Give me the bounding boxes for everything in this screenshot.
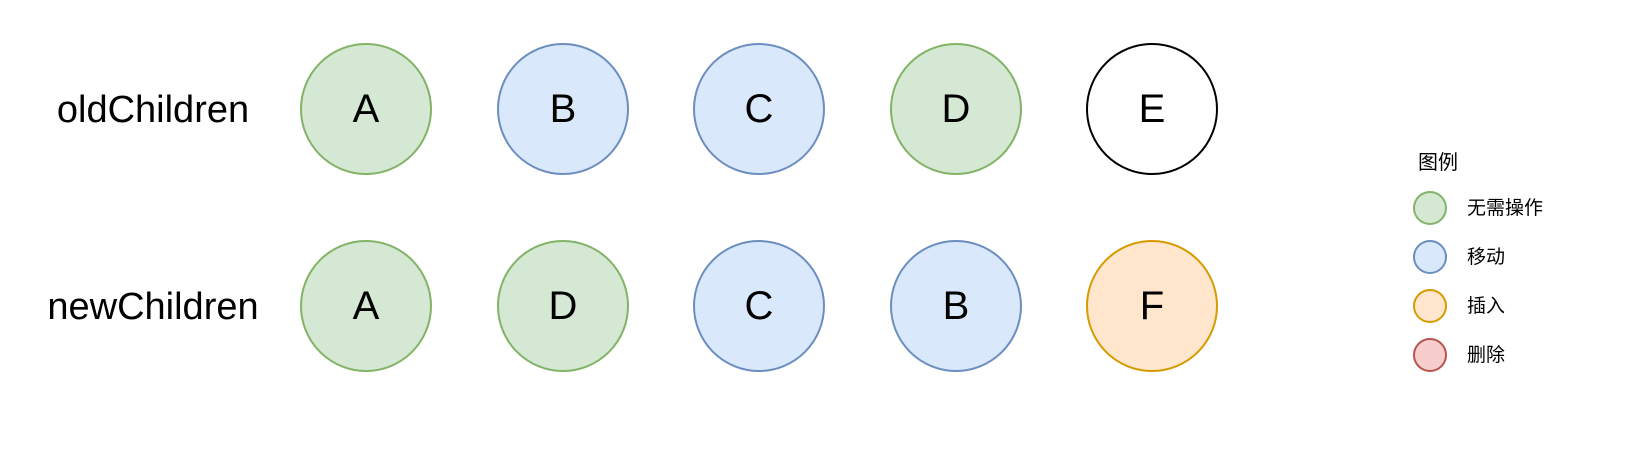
legend-swatch-no-op xyxy=(1413,191,1447,225)
legend-swatch-move xyxy=(1413,240,1447,274)
old-node-c: C xyxy=(693,43,825,175)
legend-item-move: 移动 xyxy=(1413,239,1505,275)
legend-label-move: 移动 xyxy=(1467,246,1506,268)
old-node-b: B xyxy=(497,43,629,175)
row-label-old-children: oldChildren xyxy=(56,89,250,131)
new-node-f: F xyxy=(1086,240,1218,372)
new-node-c: C xyxy=(693,240,825,372)
legend-item-no-op: 无需操作 xyxy=(1413,190,1543,226)
legend-item-insert: 插入 xyxy=(1413,288,1505,324)
legend-label-delete: 删除 xyxy=(1467,344,1506,366)
old-node-a: A xyxy=(300,43,432,175)
new-node-d: D xyxy=(497,240,629,372)
old-node-e: E xyxy=(1086,43,1218,175)
legend-swatch-insert xyxy=(1413,289,1447,323)
new-node-a: A xyxy=(300,240,432,372)
legend-label-no-op: 无需操作 xyxy=(1467,197,1544,219)
legend-item-delete: 删除 xyxy=(1413,337,1505,373)
legend-swatch-delete xyxy=(1413,338,1447,372)
legend-title: 图例 xyxy=(1418,152,1458,174)
old-node-d: D xyxy=(890,43,1022,175)
new-node-b: B xyxy=(890,240,1022,372)
legend-label-insert: 插入 xyxy=(1467,295,1506,317)
row-label-new-children: newChildren xyxy=(47,286,259,328)
